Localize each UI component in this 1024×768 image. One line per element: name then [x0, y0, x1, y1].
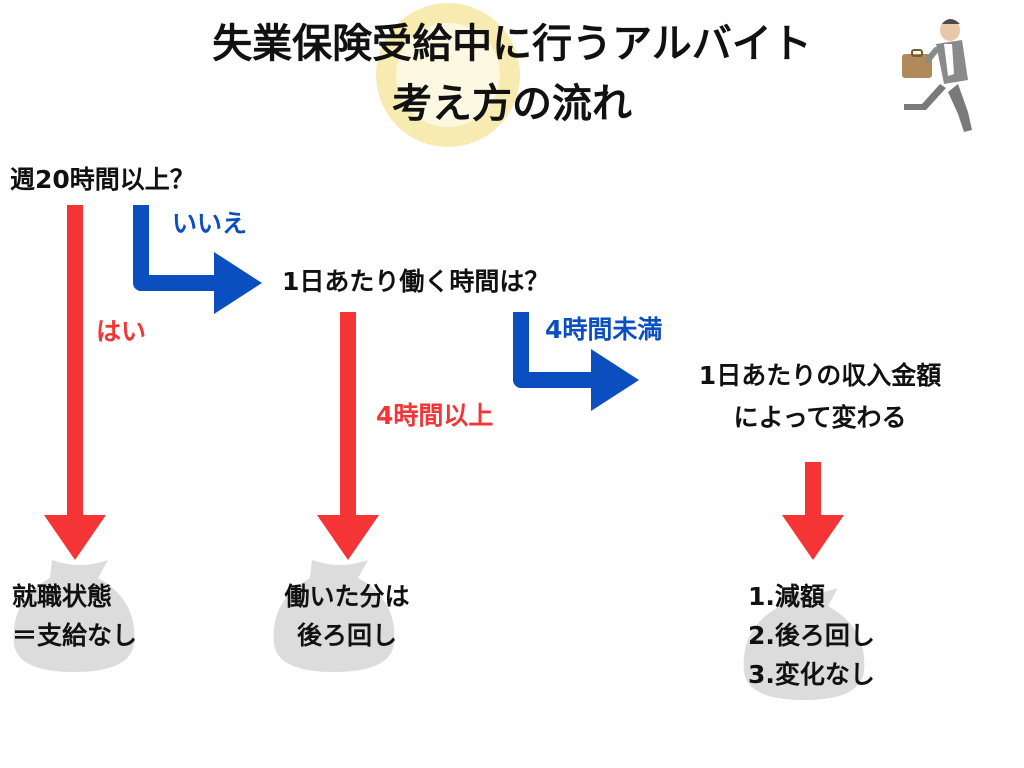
arrow-yes [44, 205, 106, 560]
money-bag-icon [13, 560, 135, 672]
branch-no-label: いいえ [172, 209, 248, 238]
branch-under-4h-label: 4時間未満 [545, 315, 663, 344]
money-bag-icon [743, 588, 865, 700]
result-employed-line-1: 就職状態 [12, 582, 113, 611]
title-line-1: 失業保険受給中に行うアルバイト [212, 21, 812, 67]
title-line-2: 考え方の流れ [392, 81, 632, 127]
money-bag-icon [273, 560, 395, 672]
result-option-1: 1.減額 [748, 582, 825, 611]
branch-yes-label: はい [96, 317, 147, 346]
result-deferred: 働いた分は 後ろ回し [262, 578, 432, 656]
arrow-under-4h [513, 312, 639, 411]
arrow-no [133, 205, 262, 314]
result-option-3: 3.変化なし [748, 659, 875, 689]
running-businessman-icon [902, 19, 972, 132]
question-daily-hours: 1日あたり働く時間は？ [282, 267, 550, 296]
question-daily-income-line-2: によって変わる [733, 403, 907, 432]
arrow-q3-result [782, 462, 844, 560]
result-deferred-line-2: 後ろ回し [296, 620, 397, 650]
question-daily-income-line-1: 1日あたりの収入金額 [698, 361, 942, 390]
result-income-options: 1.減額 2.後ろ回し 3.変化なし [748, 578, 875, 694]
branch-over-4h-label: 4時間以上 [376, 401, 494, 430]
result-deferred-line-1: 働いた分は [284, 582, 410, 611]
result-employed-line-2: ＝支給なし [12, 620, 138, 650]
result-option-2: 2.後ろ回し [748, 620, 875, 650]
arrow-over-4h [317, 312, 379, 560]
yen-coin-icon [376, 3, 520, 147]
question-weekly-hours: 週20時間以上？ [10, 165, 195, 194]
result-employed: 就職状態 ＝支給なし [12, 578, 137, 656]
